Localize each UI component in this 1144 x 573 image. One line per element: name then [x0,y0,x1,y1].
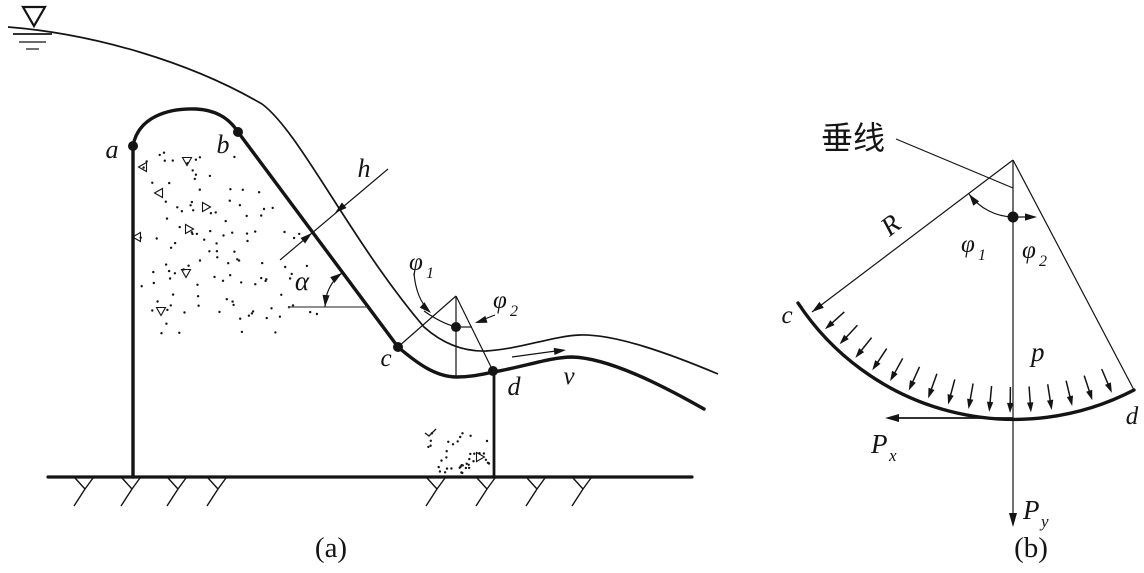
caption-a: (a) [315,532,347,564]
depth-dimension-line [279,168,389,261]
pressure-arrows [824,311,1112,413]
label-radius: R [874,208,907,243]
label-velocity: v [563,363,575,390]
panel-b: 垂线 R c d φ 1 φ 2 p P x P y (b) [781,119,1138,564]
label-point-d-b: d [1126,403,1139,430]
label-alpha: α [295,266,310,296]
label-point-c: c [380,345,391,372]
label-depth-h: h [358,154,371,183]
vertical-label-leader [895,138,1014,189]
water-surface-line [7,26,719,375]
ground-hatching [73,477,592,507]
label-px: P [870,429,888,459]
radius-line-d [1012,159,1135,391]
label-py-sub: y [1039,512,1049,531]
label-vertical-line: 垂线 [821,119,885,157]
concrete-stipple [131,151,491,475]
label-phi1-b: φ [961,231,975,258]
point-b-dot [233,127,243,137]
radius-line [811,159,1014,313]
bucket-radius-c [397,295,457,348]
arrowheads [300,194,1037,527]
point-a-dot [128,141,138,151]
label-phi2-b: φ [1022,237,1036,264]
phi1-angle-arrow [968,193,1014,218]
label-phi2-b-sub: 2 [1039,253,1047,270]
point-c-dot [393,342,403,352]
label-point-c-b: c [781,302,792,329]
label-phi1-a: φ [409,249,423,276]
label-px-sub: x [888,446,897,465]
spillway-profile [131,107,706,479]
label-phi2-a: φ [493,287,507,314]
water-level-icon [13,5,52,50]
label-py: P [1022,495,1040,525]
label-point-a: a [106,135,119,164]
label-phi2-a-sub: 2 [510,303,518,320]
label-phi1-b-sub: 1 [978,247,986,264]
bucket-arc [796,301,1136,421]
phi1-angle-arc [423,310,457,328]
bucket-radius-d [455,295,494,372]
panel-a: a b c d h α φ 1 φ 2 v (a) [7,5,719,564]
center-dot [1007,211,1019,223]
label-point-d: d [508,372,522,401]
label-phi1-a-sub: 1 [426,265,434,282]
point-d-dot [488,366,498,376]
label-pressure: p [1029,337,1045,367]
bucket-center-dot [451,322,461,332]
label-point-b: b [217,130,230,159]
caption-b: (b) [1014,532,1048,564]
